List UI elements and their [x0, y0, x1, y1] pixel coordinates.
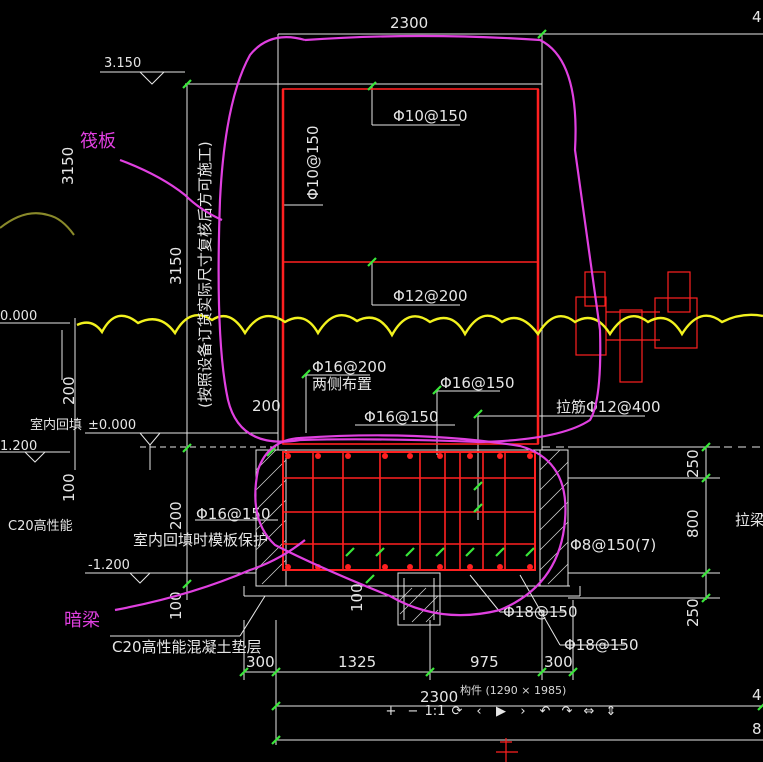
dim-300-right: 300	[544, 653, 573, 671]
label-phi18-150-a: Φ18@150	[503, 603, 578, 621]
label-phi10-150-h: Φ10@150	[393, 107, 468, 125]
dim-top-2300: 2300	[390, 14, 428, 32]
zoom-out-button[interactable]: −	[407, 704, 419, 719]
dim-250-top: 250	[684, 449, 702, 478]
label-phi12-200: Φ12@200	[393, 287, 468, 305]
annotation-hidden-beam: 暗梁	[64, 610, 100, 631]
right-8: 8	[752, 720, 762, 738]
reset-button[interactable]: ⟳	[451, 704, 463, 719]
dim-100-bottom: 100	[348, 583, 366, 612]
raft-leader	[119, 158, 223, 222]
label-phi16-150-left: Φ16@150	[196, 505, 271, 523]
elev-3150: 3.150	[104, 56, 141, 71]
dim-1325: 1325	[338, 653, 376, 671]
dimension-ticks	[182, 29, 763, 745]
elev-neg1200: -1.200	[88, 558, 130, 573]
elev-left-1200: 1.200	[0, 439, 37, 454]
note-left-c20: C20高性能	[8, 518, 73, 534]
image-viewer-overlay: 构件 (1290 × 1985) +−1:1 ⟳ ‹ ▶ › ↶ ↷ ⇔ ⇕	[380, 679, 630, 723]
actual-size-button[interactable]: 1:1	[424, 704, 446, 719]
label-both-sides: 两侧布置	[312, 375, 372, 393]
flip-vertical-button[interactable]: ⇕	[605, 704, 617, 719]
label-phi16-200: Φ16@200	[312, 358, 387, 376]
right-4b: 4	[752, 686, 762, 704]
rotate-right-button[interactable]: ↷	[561, 704, 573, 719]
zoom-in-button[interactable]: +	[385, 704, 397, 719]
beam-circle	[254, 434, 567, 617]
label-tie-rebar: 拉筋Φ12@400	[556, 398, 661, 416]
elev-zero: ±0.000	[88, 418, 136, 433]
label-phi8-150: Φ8@150(7)	[570, 536, 656, 554]
ground-line-left	[0, 212, 75, 236]
dimension-lines	[0, 33, 763, 745]
right-4a: 4	[752, 8, 762, 26]
dim-200-mid: 200	[167, 501, 185, 530]
label-phi18-150-b: Φ18@150	[564, 636, 639, 654]
ground-line	[76, 313, 763, 338]
next-button[interactable]: ›	[520, 704, 526, 719]
label-phi16-150-b: Φ16@150	[364, 408, 439, 426]
dim-3150-left: 3150	[59, 147, 77, 185]
markup-annotations	[114, 34, 602, 617]
dim-800: 800	[684, 509, 702, 538]
dim-3150-vertical: 3150	[167, 247, 185, 285]
elevation-texts: 3.150 ±0.000 -1.200 0.000 1.200	[0, 56, 141, 573]
dim-100-left: 100	[60, 473, 78, 502]
play-button[interactable]: ▶	[496, 704, 506, 719]
prev-button[interactable]: ‹	[476, 704, 482, 719]
dim-300-left: 300	[246, 653, 275, 671]
dim-250-bottom: 250	[684, 598, 702, 627]
annotation-raft: 筏板	[80, 131, 116, 152]
dim-200-left: 200	[60, 376, 78, 405]
note-cushion: C20高性能混凝土垫层	[112, 638, 262, 656]
rebar-layout	[281, 88, 698, 762]
viewer-toolbar: +−1:1 ⟳ ‹ ▶ › ↶ ↷ ⇔ ⇕	[380, 703, 622, 721]
dim-200: 200	[252, 397, 281, 415]
elev-left-000: 0.000	[0, 309, 37, 324]
dim-bottom-2300: 2300	[420, 688, 458, 706]
viewer-title: 构件 (1290 × 1985)	[460, 684, 567, 697]
note-left-indoor: 室内回填	[30, 417, 82, 433]
label-phi16-150-a: Φ16@150	[440, 374, 515, 392]
dim-975: 975	[470, 653, 499, 671]
label-phi10-150-v: Φ10@150	[304, 125, 322, 200]
dimension-texts: 2300 2300 300 1325 975 300 200 4 4 8 315…	[59, 8, 762, 738]
flip-horizontal-button[interactable]: ⇔	[583, 704, 595, 719]
beam-leader	[114, 539, 306, 612]
rebar-texts: Φ10@150 Φ10@150 Φ12@200 Φ16@200 两侧布置 Φ16…	[196, 107, 661, 654]
raft-circle	[217, 34, 602, 444]
note-vertical: (按照设备订货实际尺寸复核后方可施工)	[196, 141, 214, 408]
rotate-left-button[interactable]: ↶	[539, 704, 551, 719]
rebar-dots	[285, 453, 533, 570]
dim-100-mid: 100	[167, 591, 185, 620]
note-tie-beam: 拉梁	[735, 511, 763, 529]
note-formwork: 室内回填时模板保护	[133, 531, 268, 549]
